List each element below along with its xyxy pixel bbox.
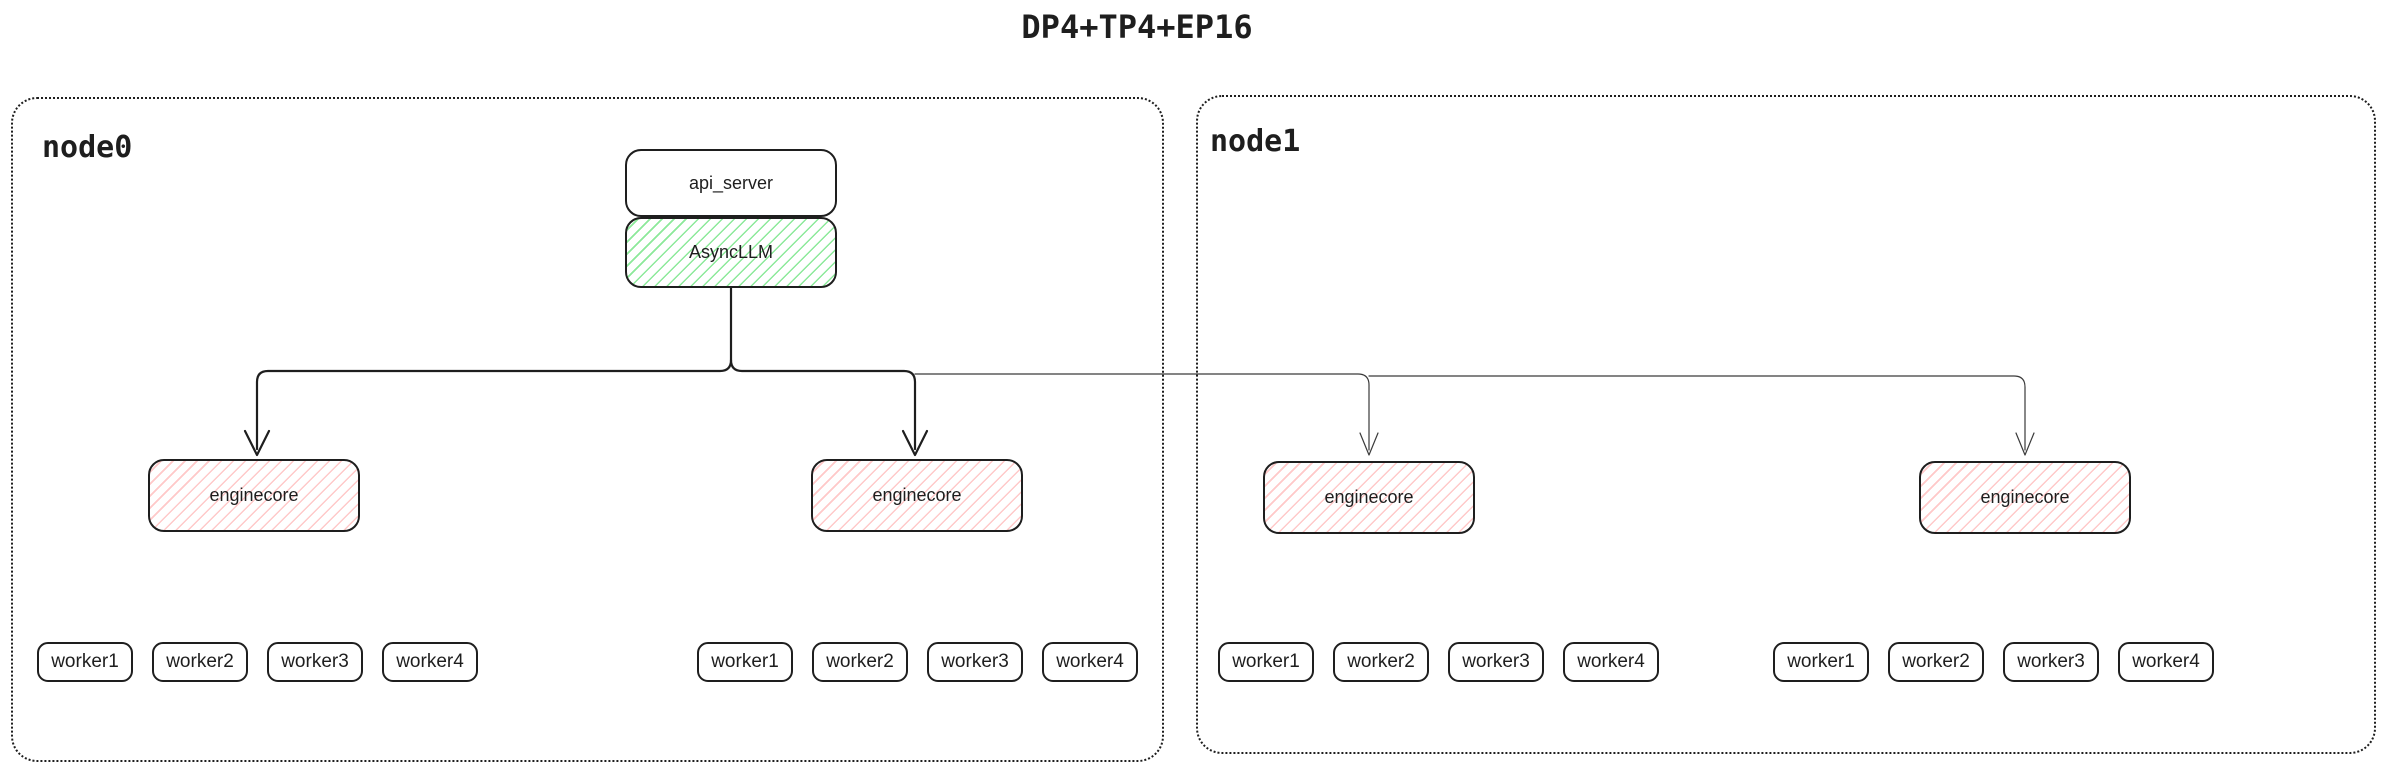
async-llm-label: AsyncLLM xyxy=(688,242,774,262)
enginecore-label: enginecore xyxy=(209,485,299,505)
worker-box: worker3 xyxy=(1448,642,1544,682)
worker-box: worker1 xyxy=(37,642,133,682)
worker-box: worker2 xyxy=(1333,642,1429,682)
enginecore-label: enginecore xyxy=(1324,487,1414,507)
worker-box: worker4 xyxy=(1042,642,1138,682)
worker-box: worker3 xyxy=(267,642,363,682)
enginecore-label: enginecore xyxy=(1980,487,2070,507)
api-server-label: api_server xyxy=(688,172,774,193)
enginecore-box-4: enginecore xyxy=(1919,461,2131,534)
worker-group-node0-1: worker1 worker2 worker3 worker4 xyxy=(37,642,478,682)
worker-box: worker1 xyxy=(697,642,793,682)
diagram-title: DP4+TP4+EP16 xyxy=(1021,8,1253,46)
enginecore-box-2: enginecore xyxy=(811,459,1023,532)
worker-box: worker1 xyxy=(1773,642,1869,682)
worker-box: worker2 xyxy=(812,642,908,682)
worker-box: worker2 xyxy=(1888,642,1984,682)
api-server-box: api_server xyxy=(625,149,837,217)
async-llm-box: AsyncLLM xyxy=(625,217,837,288)
node1-label: node1 xyxy=(1210,124,1301,159)
worker-box: worker1 xyxy=(1218,642,1314,682)
enginecore-label: enginecore xyxy=(872,485,962,505)
worker-group-node0-2: worker1 worker2 worker3 worker4 xyxy=(697,642,1138,682)
enginecore-box-3: enginecore xyxy=(1263,461,1475,534)
worker-box: worker4 xyxy=(382,642,478,682)
worker-group-node1-2: worker1 worker2 worker3 worker4 xyxy=(1773,642,2214,682)
enginecore-box-1: enginecore xyxy=(148,459,360,532)
node0-label: node0 xyxy=(42,130,133,165)
worker-group-node1-1: worker1 worker2 worker3 worker4 xyxy=(1218,642,1659,682)
worker-box: worker3 xyxy=(2003,642,2099,682)
worker-box: worker2 xyxy=(152,642,248,682)
worker-box: worker3 xyxy=(927,642,1023,682)
worker-box: worker4 xyxy=(2118,642,2214,682)
worker-box: worker4 xyxy=(1563,642,1659,682)
